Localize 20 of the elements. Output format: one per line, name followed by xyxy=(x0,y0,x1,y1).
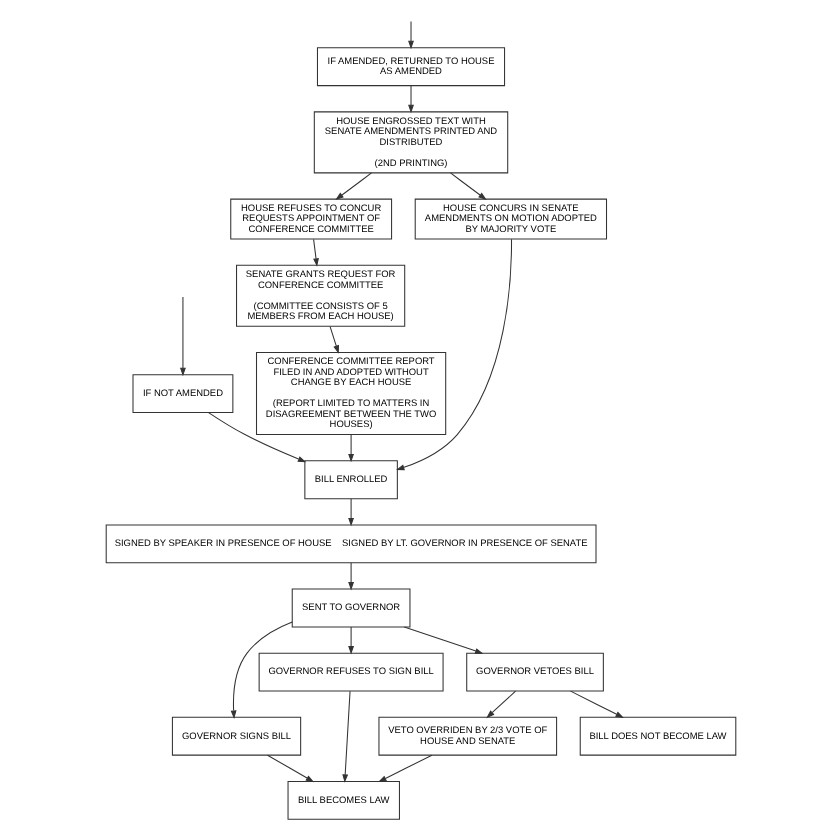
arrow xyxy=(395,238,512,471)
arrow xyxy=(347,626,354,655)
arrow xyxy=(328,326,338,354)
arrow xyxy=(347,498,354,527)
arrow xyxy=(312,238,318,267)
arrow xyxy=(402,626,483,654)
arrow xyxy=(347,434,354,463)
arrow xyxy=(407,21,413,50)
arrow xyxy=(407,85,413,114)
arrow xyxy=(179,296,185,377)
arrow xyxy=(207,412,306,463)
arrow xyxy=(347,562,354,591)
arrow xyxy=(485,690,516,719)
arrow xyxy=(377,754,432,783)
arrow xyxy=(229,621,292,719)
arrow xyxy=(341,690,350,783)
arrow xyxy=(334,172,372,200)
arrow xyxy=(448,172,486,200)
arrow xyxy=(569,690,623,718)
arrow xyxy=(266,754,314,783)
